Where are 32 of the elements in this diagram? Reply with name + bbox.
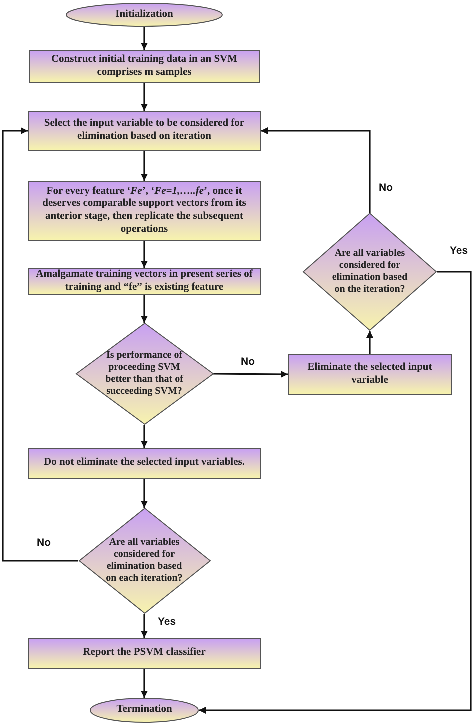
process-label: Report the PSVM classifier: [83, 647, 206, 660]
process-label: For every feature ‘Fe’, ‘Fe=1,…..fe’, once it deserves comparable support vectors from its anterior stage, then replicate the subsequent operations: [42, 186, 248, 236]
process-label: Select the input variable to be considered for elimination based on iteration: [43, 118, 246, 144]
process-box: [28, 111, 261, 151]
arrow: [141, 425, 148, 448]
decision-label: Are all variables considered for elimination based on the iteration?: [331, 248, 409, 296]
arrow: [141, 614, 148, 638]
terminal-label: Termination: [116, 704, 172, 717]
arrow: [2, 128, 78, 562]
process-box: [29, 50, 260, 83]
process-label: Eliminate the selected input variable: [306, 362, 434, 388]
arrow: [141, 83, 148, 111]
process-label: Construct initial training data in an SVM comprises m samples: [50, 54, 239, 80]
process-box: [28, 448, 261, 479]
process-box: [28, 181, 261, 241]
decision-label: Are all variables considered for elimination based on each iteration?: [105, 537, 184, 585]
arrow: [141, 479, 148, 508]
arrow: [141, 669, 148, 698]
process-label: Do not eliminate the selected input variables.: [44, 457, 245, 470]
terminal-label: Initialization: [116, 8, 174, 22]
arrow: [261, 128, 371, 213]
arrow: [141, 241, 148, 268]
decision-label: Is performance of proceeding SVM better than that of succeeding SVM?: [104, 350, 184, 398]
arrow: [141, 295, 148, 323]
arrow: [141, 151, 148, 181]
arrow: [199, 271, 472, 714]
arrow: [141, 27, 148, 50]
arrow: [366, 331, 374, 354]
process-box: [28, 638, 261, 669]
process-label: Amalgamate training vectors in present series of training and “fe” is existing feature: [35, 268, 254, 294]
arrow: [214, 370, 288, 378]
process-box: [288, 354, 452, 395]
